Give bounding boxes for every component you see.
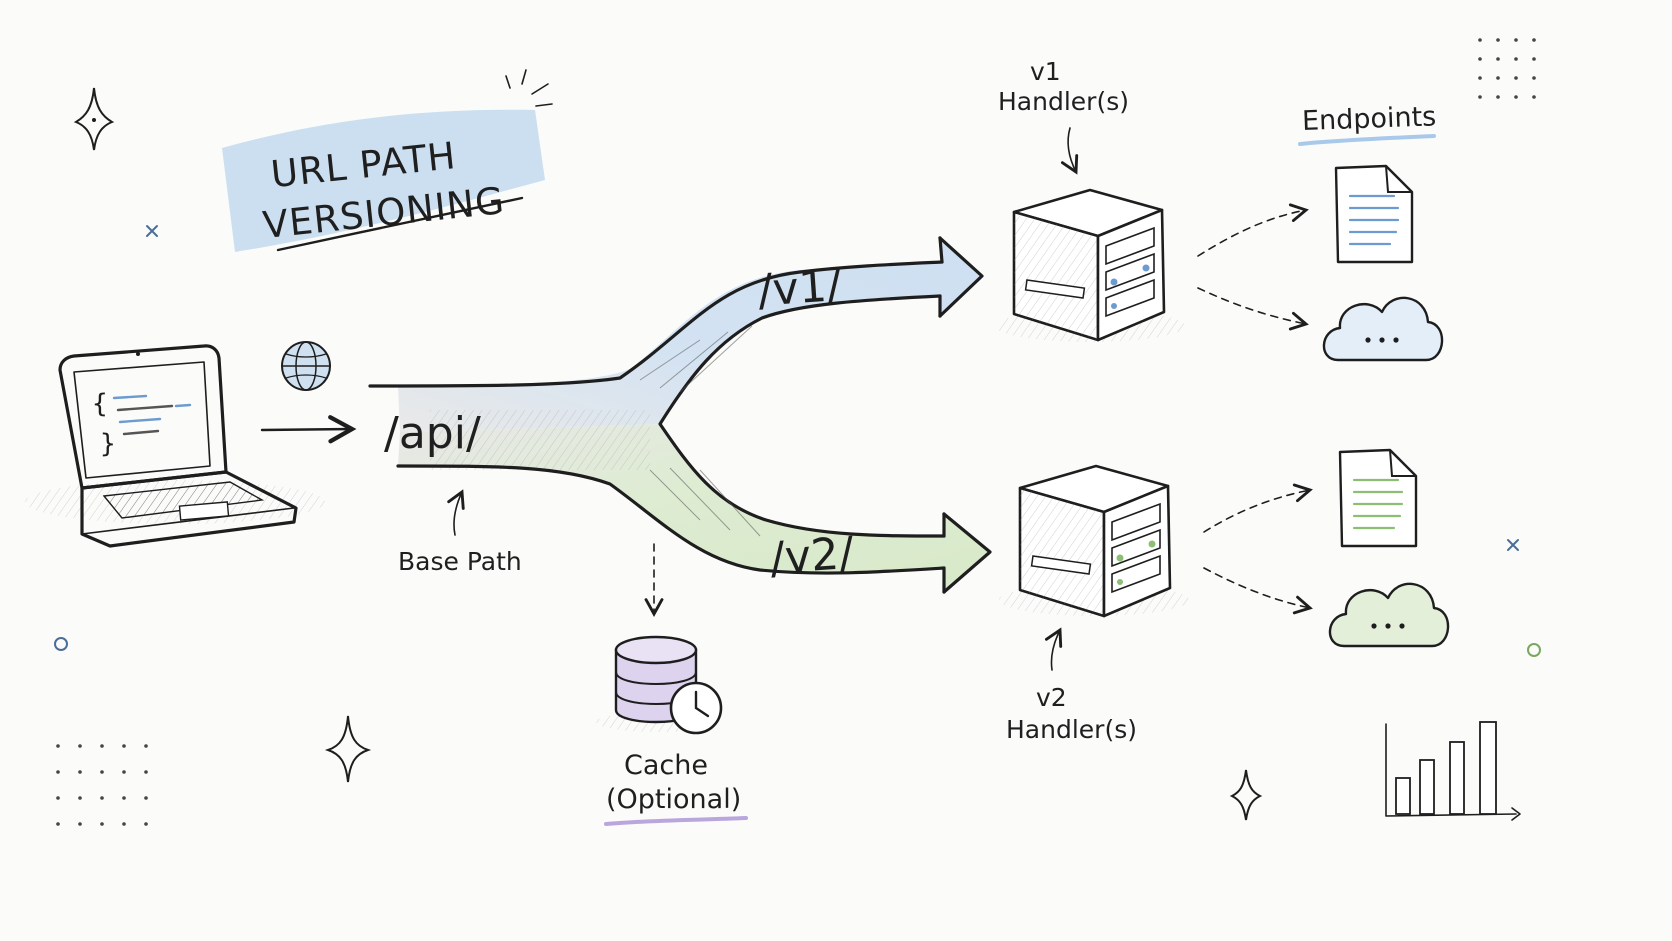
cache-underline — [604, 816, 748, 826]
v1-endpoint-arrow-doc — [1197, 203, 1309, 257]
bar-chart-icon — [1385, 721, 1521, 821]
sparkle-icon — [324, 715, 372, 783]
v2-endpoint-arrow-doc — [1203, 483, 1313, 533]
v1-path-label: /v1/ — [756, 260, 843, 317]
globe-icon — [281, 341, 331, 391]
v2-handlers-line-1: v2 — [1036, 683, 1067, 712]
v2-endpoint-arrow-cloud — [1203, 567, 1313, 615]
server-v2-icon — [999, 464, 1189, 618]
api-path-label: /api/ — [384, 408, 481, 459]
sparkle-icon — [73, 87, 115, 151]
cross-mark — [146, 225, 1519, 551]
base-path-label: Base Path — [398, 547, 522, 576]
base-path-arrow — [447, 489, 465, 536]
cloud-icon — [1328, 582, 1450, 648]
v1-endpoint-arrow-cloud — [1197, 287, 1309, 331]
dot-circle-green — [1527, 643, 1541, 657]
v1-handlers-line-2: Handler(s) — [998, 87, 1129, 116]
branch-flow — [368, 236, 992, 594]
v1-handlers-line-1: v1 — [1030, 57, 1061, 86]
document-icon — [1338, 448, 1418, 548]
cache-label-line-2: (Optional) — [606, 784, 741, 815]
endpoints-underline — [1298, 134, 1436, 146]
cache-label-line-1: Cache — [624, 750, 708, 781]
laptop-icon: { } — [25, 344, 325, 548]
cloud-icon — [1322, 296, 1444, 362]
clock-icon — [669, 681, 723, 735]
document-icon — [1334, 164, 1414, 264]
v1-handlers-arrow — [1060, 127, 1079, 175]
dot-circle-blue — [54, 637, 68, 651]
endpoints-label: Endpoints — [1301, 101, 1436, 137]
code-brace-open: { — [92, 389, 108, 419]
dot-grid-top-right — [1478, 38, 1536, 99]
title-highlight — [222, 109, 545, 252]
server-v1-icon — [995, 188, 1185, 342]
title-group: URL PATH VERSIONING — [222, 69, 553, 252]
v2-handlers-line-2: Handler(s) — [1006, 715, 1137, 744]
dot-grid-bottom-left — [56, 744, 148, 826]
sparkle-icon — [1229, 769, 1263, 821]
title-underline — [276, 196, 524, 252]
emphasis-marks — [505, 69, 553, 107]
request-arrow — [260, 415, 357, 444]
v2-handlers-arrow — [1044, 627, 1063, 671]
v2-path-label: /v2/ — [768, 528, 855, 585]
v1-branch-fill — [398, 238, 982, 432]
code-brace-close: } — [100, 429, 116, 459]
